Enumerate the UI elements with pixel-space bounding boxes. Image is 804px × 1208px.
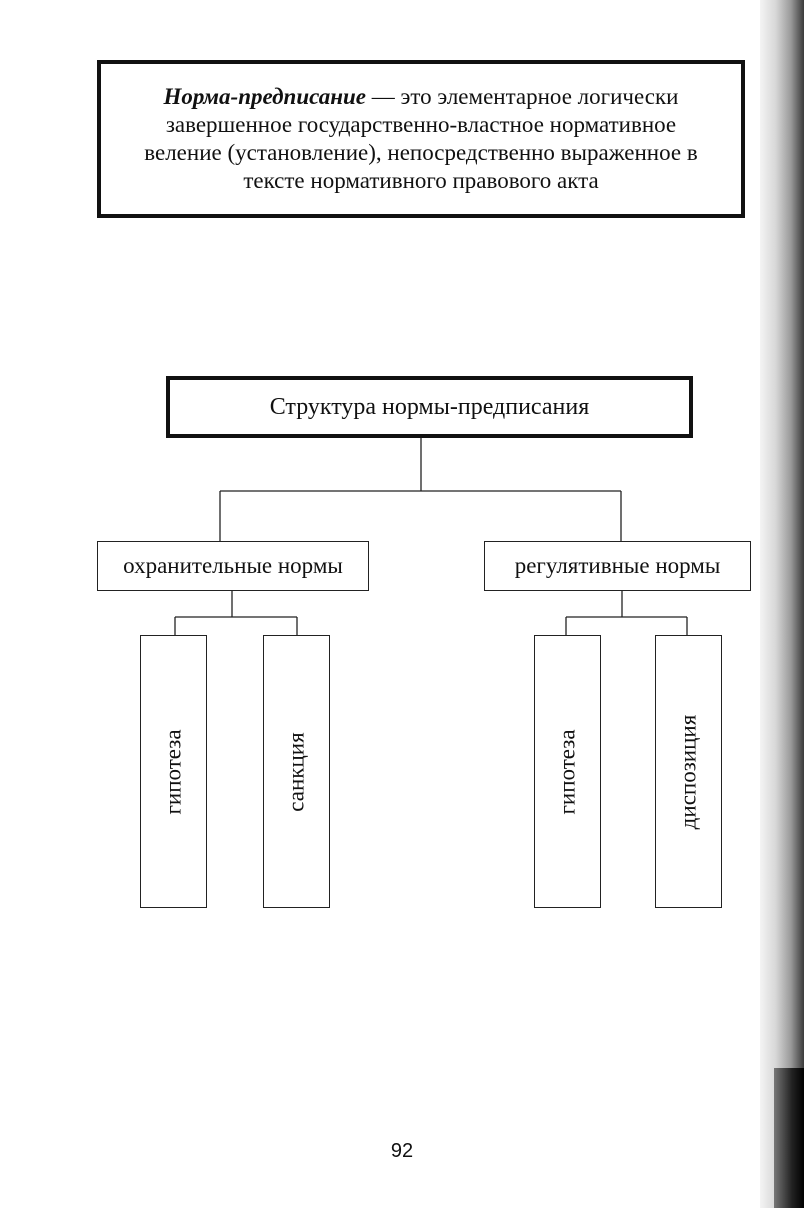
definition-line-4: тексте нормативного правового акта xyxy=(243,168,599,193)
right-branch-label: регулятивные нормы xyxy=(514,553,721,578)
right-leaf-hypothesis-box: гипотеза xyxy=(534,635,601,908)
right-leaf-disposition-box: диспозиция xyxy=(655,635,722,908)
page-edge-shadow-bottom xyxy=(774,1068,804,1208)
left-branch-box: охранительные нормы xyxy=(97,541,369,591)
definition-line-1: — это элементарное логически xyxy=(366,84,679,109)
diagram-root-label: Структура нормы-предписания xyxy=(269,393,590,420)
right-leaf-disposition-label: диспозиция xyxy=(675,714,701,829)
left-branch-label: охранительные нормы xyxy=(123,553,343,578)
definition-box: Норма-предписание — это элементарное лог… xyxy=(97,60,745,218)
left-leaf-hypothesis-box: гипотеза xyxy=(140,635,207,908)
page-number: 92 xyxy=(390,1140,414,1162)
definition-term: Норма-предписание xyxy=(163,84,366,109)
definition-line-3: веление (установление), непосредственно … xyxy=(144,140,698,165)
diagram-root-box: Структура нормы-предписания xyxy=(166,376,693,438)
left-leaf-sanction-box: санкция xyxy=(263,635,330,908)
left-leaf-sanction-label: санкция xyxy=(283,731,309,812)
definition-text: Норма-предписание — это элементарное лог… xyxy=(144,83,697,195)
page-edge-shadow xyxy=(760,0,804,1208)
right-leaf-hypothesis-label: гипотеза xyxy=(554,728,580,815)
definition-line-2: завершенное государственно-властное норм… xyxy=(165,112,677,137)
left-leaf-hypothesis-label: гипотеза xyxy=(160,728,186,815)
right-branch-box: регулятивные нормы xyxy=(484,541,751,591)
